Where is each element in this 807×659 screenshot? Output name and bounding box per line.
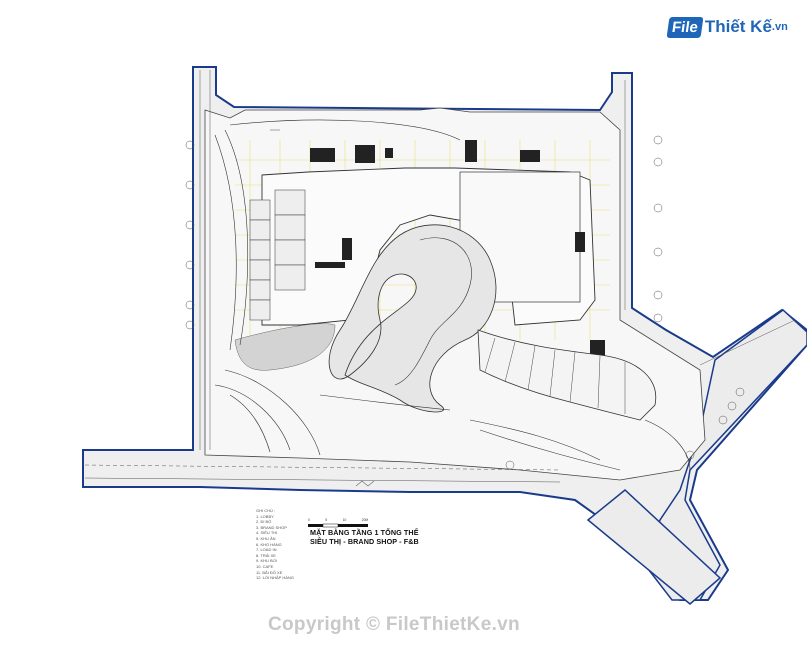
swirl-inner [394, 237, 472, 386]
legend-item: 10. CAFE [256, 563, 274, 569]
title-line-2: SIÊU THỊ - BRAND SHOP - F&B [310, 537, 419, 546]
drawing-title: MẶT BẰNG TẦNG 1 TỔNG THỂ SIÊU THỊ - BRAN… [310, 528, 419, 546]
scale-label: 0 [308, 518, 310, 522]
legend-item: 2. ĐI BỘ [256, 519, 272, 525]
filethietke-logo: File Thiết Kế .vn [666, 12, 788, 42]
legend-item: 12. LỐI NHẬP HÀNG [256, 575, 294, 581]
trees [185, 135, 745, 470]
title-line-1: MẶT BẰNG TẦNG 1 TỔNG THỂ [310, 528, 419, 537]
copyright-watermark: Copyright © FileThietKe.vn [268, 614, 520, 635]
brand-shop-units [249, 189, 306, 321]
arc-shop-dividers [484, 337, 626, 414]
stair-cores [310, 140, 605, 358]
legend-item: 5. KHU ĂN [256, 535, 276, 541]
legend-item: 1. LOBBY [256, 513, 274, 519]
scale-label: 5 [325, 518, 328, 522]
legend-item: 7. LOAD IN [256, 547, 277, 553]
logo-suffix: .vn [771, 21, 788, 33]
legend-item: 6. KHO HÀNG [256, 541, 282, 547]
scale-bar [308, 523, 368, 528]
legend-item: 3. BRAND SHOP [256, 524, 287, 530]
logo-text: Thiết Kế [704, 17, 772, 36]
legend-item: GHI CHÚ : [256, 508, 276, 513]
scale-bar-labels: 0 5 10 20M [308, 518, 368, 522]
central-plaza-swirl [328, 224, 497, 413]
legend-item: 9. KHU BƠI [256, 558, 278, 564]
scale-label: 20M [361, 518, 368, 522]
legend-item: 11. BÃI ĐỖ XE [256, 569, 283, 575]
logo-box: File [666, 16, 704, 38]
legend-item: 4. SIÊU THỊ [256, 530, 278, 536]
scale-label: 10 [342, 518, 347, 522]
road-markings [270, 129, 375, 487]
cross-road [586, 489, 722, 605]
legend-item: 8. TRẢI XE [256, 552, 276, 558]
landscape-area [234, 323, 336, 371]
landscape-curves [214, 119, 691, 471]
curved-shop-arc [477, 329, 657, 421]
